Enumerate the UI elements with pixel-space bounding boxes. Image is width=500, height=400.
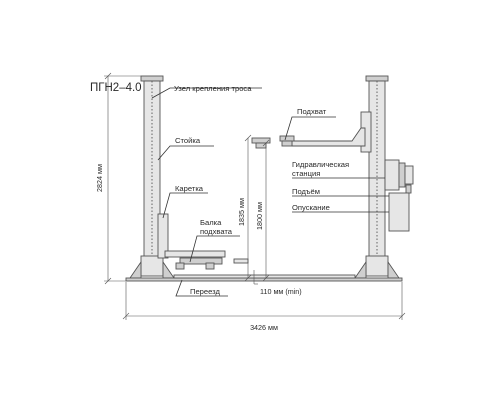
label-lower: Опускание — [292, 203, 330, 212]
dim-min-height-text: 110 мм (min) — [260, 287, 302, 296]
dim-total-width-text: 3426 мм — [250, 323, 278, 332]
label-cable-mount: Узел крепления троса — [174, 84, 252, 93]
right-carriage — [251, 111, 372, 153]
label-hydraulic-2: станция — [292, 169, 320, 178]
leader-lines — [151, 87, 389, 297]
dim-total-height — [104, 72, 141, 285]
label-arm-beam-1: Балка — [200, 218, 222, 227]
dim-1835-text: 1835 мм — [237, 198, 246, 226]
label-hydraulic-1: Гидравлическая — [292, 160, 349, 169]
hydraulic-station — [384, 159, 414, 232]
lift-base — [125, 274, 403, 282]
dim-min-height — [253, 270, 258, 285]
left-carriage — [157, 213, 249, 270]
label-arm-beam-2: подхвата — [200, 227, 233, 236]
label-crossover: Переезд — [190, 287, 220, 296]
label-lift: Подъём — [292, 187, 320, 196]
dim-total-width — [122, 282, 406, 320]
dim-1800-text: 1800 мм — [255, 202, 264, 230]
dim-1835 — [244, 134, 252, 282]
label-pickup: Подхват — [297, 107, 327, 116]
dim-total-height-text: 2824 мм — [95, 164, 104, 192]
dim-1800 — [262, 139, 270, 282]
label-carriage: Каретка — [175, 184, 204, 193]
label-column: Стойка — [175, 136, 201, 145]
